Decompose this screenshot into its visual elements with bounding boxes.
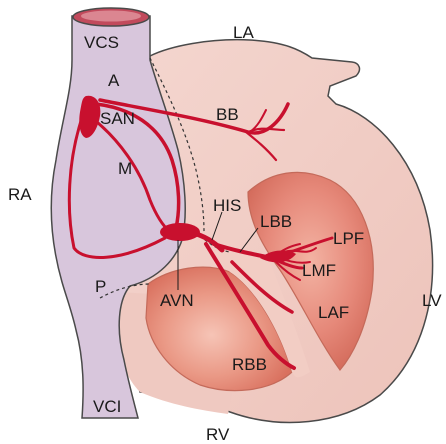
atrioventricular-node: [160, 223, 200, 241]
label-san: SAN: [100, 109, 135, 128]
label-vcs: VCS: [84, 33, 119, 52]
label-lv: LV: [422, 291, 442, 310]
label-avn: AVN: [160, 291, 194, 310]
label-lbb: LBB: [260, 212, 292, 231]
label-p: P: [95, 277, 106, 296]
label-rv: RV: [206, 425, 230, 444]
label-ra: RA: [8, 185, 32, 204]
label-vci: VCI: [93, 397, 121, 416]
label-laf: LAF: [318, 303, 349, 322]
vcs-opening-inner: [81, 11, 141, 22]
label-lmf: LMF: [302, 261, 336, 280]
label-a: A: [108, 71, 120, 90]
label-bb: BB: [216, 105, 239, 124]
label-m: M: [118, 159, 132, 178]
label-lpf: LPF: [333, 229, 364, 248]
label-la: LA: [233, 23, 254, 42]
label-rbb: RBB: [232, 355, 267, 374]
label-his: HIS: [213, 196, 241, 215]
